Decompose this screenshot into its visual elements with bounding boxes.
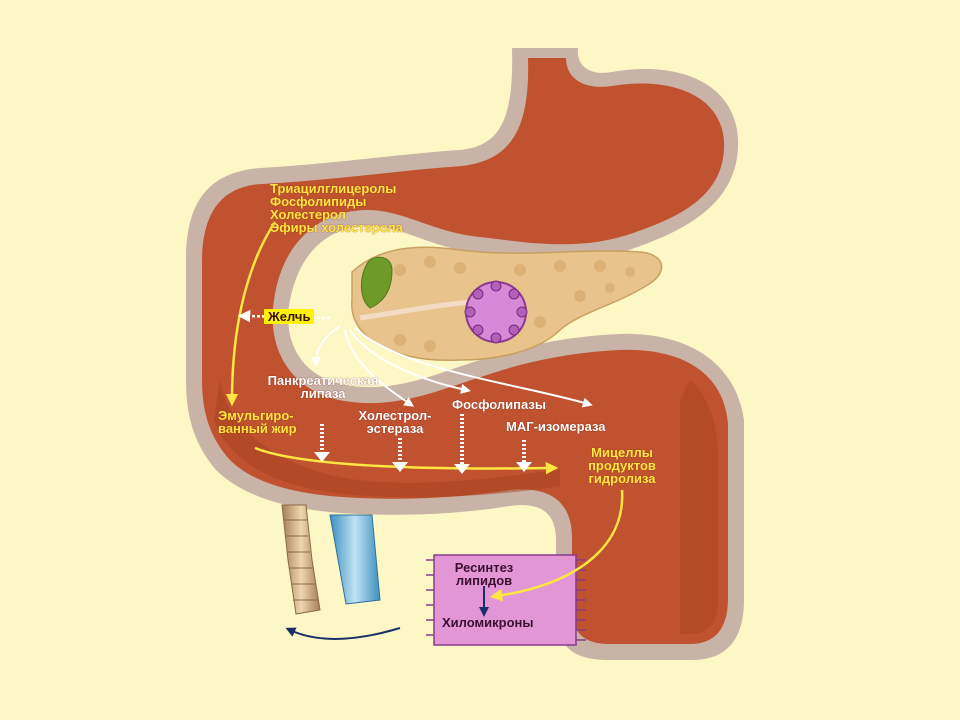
label-pancreatic-lipase-2: липаза — [300, 386, 346, 401]
label-phospholipids: Фосфолипиды — [270, 194, 367, 209]
label-triacylglycerols: Триацилглицеролы — [270, 181, 397, 196]
arrow-micelles-to-resynthesis — [489, 489, 624, 602]
label-emulsified-fat-2: ванный жир — [218, 421, 297, 436]
arrow-to-lipase — [311, 325, 341, 367]
label-cholesterol-esters: Эфиры холестерола — [270, 220, 403, 235]
label-resynthesis-1: Ресинтез — [454, 560, 514, 575]
label-cholesterol-esterase-1: Холестрол- — [358, 408, 432, 423]
pancreatic-duct — [359, 299, 471, 321]
arrow-to-esterase — [344, 329, 415, 407]
label-chylomicrons: Хиломикроны — [442, 615, 534, 630]
blood-vessel — [329, 514, 381, 605]
arrow-lipids-to-emulsion — [225, 221, 277, 407]
arrow-to-mag-isomerase — [354, 327, 593, 408]
label-micelles-3: гидролиза — [588, 471, 656, 486]
label-emulsified-fat-1: Эмульгиро- — [218, 408, 294, 423]
gallbladder — [361, 256, 393, 309]
lymph-vessel — [281, 504, 321, 615]
enterocyte-block — [433, 554, 577, 646]
arrow-chylomicron-transport — [285, 627, 401, 640]
arrow-emulsion-to-micelles — [254, 446, 559, 475]
acinus-cells — [464, 280, 528, 344]
arrow-to-phospholipase — [349, 329, 471, 394]
label-phospholipases: Фосфолипазы — [452, 397, 546, 412]
enzyme-action-arrows — [320, 414, 526, 464]
label-resynthesis-2: липидов — [455, 573, 513, 588]
label-pancreatic-lipase-1: Панкреатическая — [267, 373, 379, 388]
label-mag-isomerase: МАГ-изомераза — [506, 419, 606, 434]
label-micelles-2: продуктов — [588, 458, 656, 473]
label-cholesterol: Холестерол — [270, 207, 346, 222]
stomach-wall — [202, 58, 728, 644]
enzyme-action-heads — [314, 452, 532, 474]
label-micelles-1: Мицеллы — [591, 445, 653, 460]
pancreas-texture — [394, 256, 635, 352]
label-bile: Желчь — [264, 309, 315, 324]
wall-shading — [214, 380, 560, 498]
microvilli — [426, 559, 586, 641]
lymph-rings — [284, 519, 318, 601]
wall-shading-right — [680, 380, 718, 634]
arrow-bile — [237, 309, 331, 323]
label-cholesterol-esterase-2: эстераза — [366, 421, 424, 436]
